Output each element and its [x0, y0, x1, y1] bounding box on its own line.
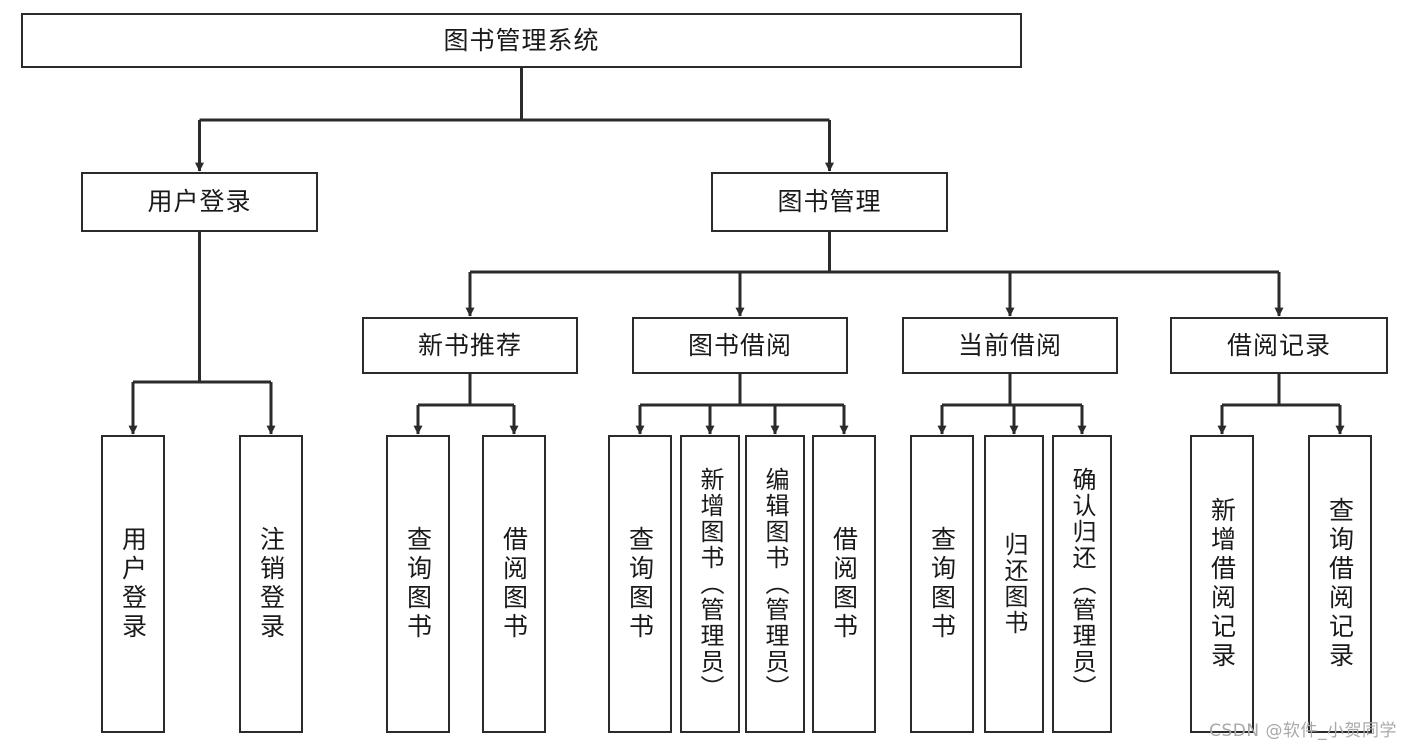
node-leaf-confirm-return[interactable]: 确认归还（管理员） — [1052, 435, 1112, 733]
node-label: 编辑图书（管理员） — [761, 467, 789, 701]
node-label: 图书管理系统 — [443, 25, 600, 55]
node-leaf-edit-book[interactable]: 编辑图书（管理员） — [745, 435, 805, 733]
node-label: 用户登录 — [118, 526, 148, 642]
node-leaf-query-book-2[interactable]: 查询图书 — [608, 435, 672, 733]
node-label: 新增图书（管理员） — [696, 467, 724, 701]
node-leaf-query-book-3[interactable]: 查询图书 — [910, 435, 974, 733]
node-label: 借阅图书 — [829, 526, 859, 642]
node-book-manage[interactable]: 图书管理 — [711, 172, 948, 232]
node-label: 图书借阅 — [687, 330, 792, 360]
node-label: 归还图书 — [1000, 532, 1028, 636]
node-leaf-user-logout[interactable]: 注销登录 — [239, 435, 303, 733]
node-borrow-record[interactable]: 借阅记录 — [1170, 317, 1388, 374]
node-label: 查询借阅记录 — [1325, 497, 1355, 671]
connector-group — [128, 68, 1345, 435]
node-new-book-rec[interactable]: 新书推荐 — [362, 317, 578, 374]
node-leaf-return-book[interactable]: 归还图书 — [984, 435, 1044, 733]
node-label: 注销登录 — [256, 526, 286, 642]
node-label: 新书推荐 — [417, 330, 522, 360]
node-label: 确认归还（管理员） — [1068, 467, 1096, 701]
node-label: 借阅记录 — [1226, 330, 1331, 360]
node-leaf-user-login[interactable]: 用户登录 — [101, 435, 165, 733]
node-leaf-add-record[interactable]: 新增借阅记录 — [1190, 435, 1254, 733]
node-leaf-borrow-book-1[interactable]: 借阅图书 — [482, 435, 546, 733]
node-label: 查询图书 — [403, 526, 433, 642]
node-label: 用户登录 — [147, 187, 252, 217]
node-leaf-query-book-1[interactable]: 查询图书 — [386, 435, 450, 733]
node-label: 当前借阅 — [957, 330, 1062, 360]
node-leaf-borrow-book-2[interactable]: 借阅图书 — [812, 435, 876, 733]
node-leaf-query-record[interactable]: 查询借阅记录 — [1308, 435, 1372, 733]
node-book-borrow[interactable]: 图书借阅 — [632, 317, 848, 374]
node-leaf-add-book[interactable]: 新增图书（管理员） — [680, 435, 740, 733]
node-label: 图书管理 — [777, 187, 882, 217]
node-label: 借阅图书 — [499, 526, 529, 642]
node-label: 新增借阅记录 — [1207, 497, 1237, 671]
node-label: 查询图书 — [927, 526, 957, 642]
node-user-login[interactable]: 用户登录 — [81, 172, 318, 232]
node-current-borrow[interactable]: 当前借阅 — [902, 317, 1118, 374]
node-label: 查询图书 — [625, 526, 655, 642]
node-root[interactable]: 图书管理系统 — [21, 13, 1022, 68]
